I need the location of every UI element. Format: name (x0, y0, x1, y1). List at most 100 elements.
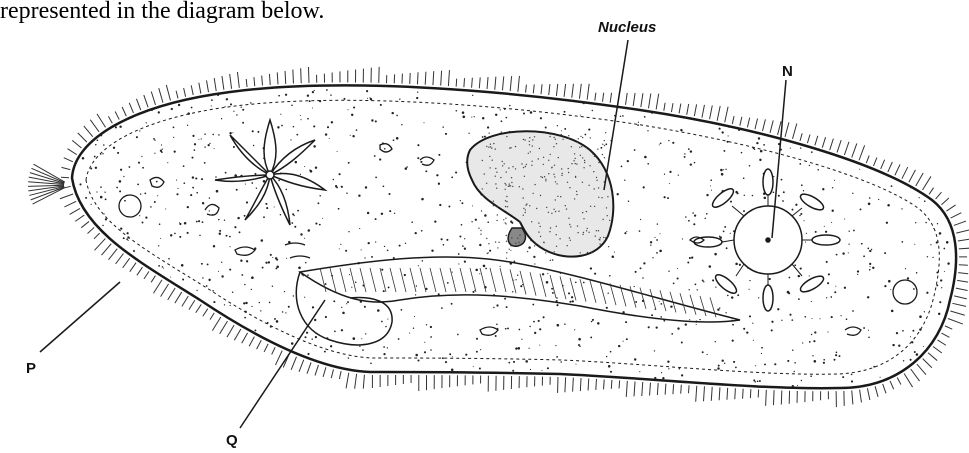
stipple-dot (173, 127, 175, 129)
stipple-dot (105, 218, 107, 220)
stipple-dot (525, 360, 528, 363)
stipple-dot (688, 220, 690, 222)
stipple-dot (659, 233, 660, 234)
stipple-dot (319, 224, 321, 226)
stipple-dot (533, 256, 535, 258)
stipple-dot (162, 378, 164, 380)
stipple-dot (659, 250, 662, 253)
stipple-dot (834, 180, 835, 181)
nucleus-dot (518, 242, 519, 243)
stipple-dot (99, 339, 101, 341)
cilium (479, 77, 480, 88)
stipple-dot (100, 153, 101, 154)
cilium (948, 319, 963, 325)
nucleus-dot (511, 182, 512, 183)
cilium (212, 317, 220, 331)
stipple-dot (293, 126, 295, 128)
stipple-dot (161, 144, 162, 145)
cilium (556, 84, 557, 96)
stipple-dot (543, 92, 545, 94)
cilium (800, 133, 802, 141)
stipple-dot (863, 327, 865, 329)
stipple-dot (93, 328, 95, 330)
nucleus-dot (540, 236, 541, 237)
stipple-dot (702, 351, 704, 353)
stipple-dot (689, 257, 691, 259)
stipple-dot (853, 230, 855, 232)
stipple-dot (667, 197, 669, 199)
stipple-dot (215, 176, 217, 178)
cilium (694, 104, 696, 116)
stipple-dot (430, 349, 432, 351)
cilium (269, 74, 270, 85)
stipple-dot (141, 156, 142, 157)
stipple-dot (777, 122, 779, 124)
nucleus-dot (609, 220, 610, 221)
stipple-dot (183, 165, 185, 167)
stipple-dot (261, 239, 264, 242)
nucleus-dot (590, 206, 591, 207)
stipple-dot (246, 345, 248, 347)
stipple-dot (144, 193, 146, 195)
stipple-dot (176, 193, 178, 195)
stipple-dot (749, 315, 751, 317)
stipple-dot (389, 210, 391, 212)
stipple-dot (103, 144, 105, 146)
stipple-dot (688, 148, 690, 150)
stipple-dot (670, 305, 672, 307)
stipple-dot (939, 301, 941, 303)
stipple-dot (556, 297, 558, 299)
cilium (933, 346, 942, 353)
stipple-dot (809, 341, 811, 343)
nucleus-dot (598, 162, 599, 163)
stipple-dot (732, 324, 734, 326)
stipple-dot (799, 163, 801, 165)
cilium (237, 72, 239, 88)
stipple-dot (916, 272, 918, 274)
nucleus-dot (520, 221, 521, 222)
stipple-dot (267, 322, 269, 324)
stipple-dot (399, 98, 400, 99)
cilium (727, 388, 728, 400)
stipple-dot (212, 349, 214, 351)
stipple-dot (724, 226, 726, 228)
stipple-dot (790, 148, 791, 149)
stipple-dot (505, 117, 507, 119)
cilium (710, 105, 713, 119)
stipple-dot (116, 187, 118, 189)
stipple-dot (377, 309, 380, 312)
cilium (642, 382, 643, 396)
nucleus-dot (495, 168, 496, 169)
stipple-dot (312, 91, 314, 93)
stipple-dot (409, 333, 410, 334)
nucleus-dot (608, 246, 609, 247)
stipple-dot (366, 90, 368, 92)
stipple-dot (727, 141, 729, 143)
stipple-dot (809, 165, 810, 166)
nucleus-dot (596, 180, 597, 181)
stipple-dot (865, 133, 867, 135)
stipple-dot (337, 151, 338, 152)
stipple-dot (810, 375, 812, 377)
cilium (867, 388, 869, 400)
stipple-dot (749, 165, 751, 167)
stipple-dot (857, 270, 859, 272)
stipple-dot (654, 237, 655, 238)
stipple-dot (668, 270, 669, 271)
stipple-dot (179, 222, 180, 223)
groove-hatch (450, 268, 456, 292)
groove-hatch (590, 281, 596, 303)
stipple-dot (311, 338, 312, 339)
stipple-dot (550, 260, 551, 261)
stipple-dot (317, 202, 319, 204)
nucleus-dot (594, 206, 595, 207)
stipple-dot (690, 163, 692, 165)
stipple-dot (120, 227, 122, 229)
stipple-dot (201, 178, 203, 180)
nucleus-dot (534, 136, 535, 137)
stipple-dot (660, 303, 662, 305)
cilium (495, 77, 496, 90)
stipple-dot (643, 186, 645, 188)
stipple-dot (661, 372, 662, 373)
stipple-dot (901, 159, 903, 161)
